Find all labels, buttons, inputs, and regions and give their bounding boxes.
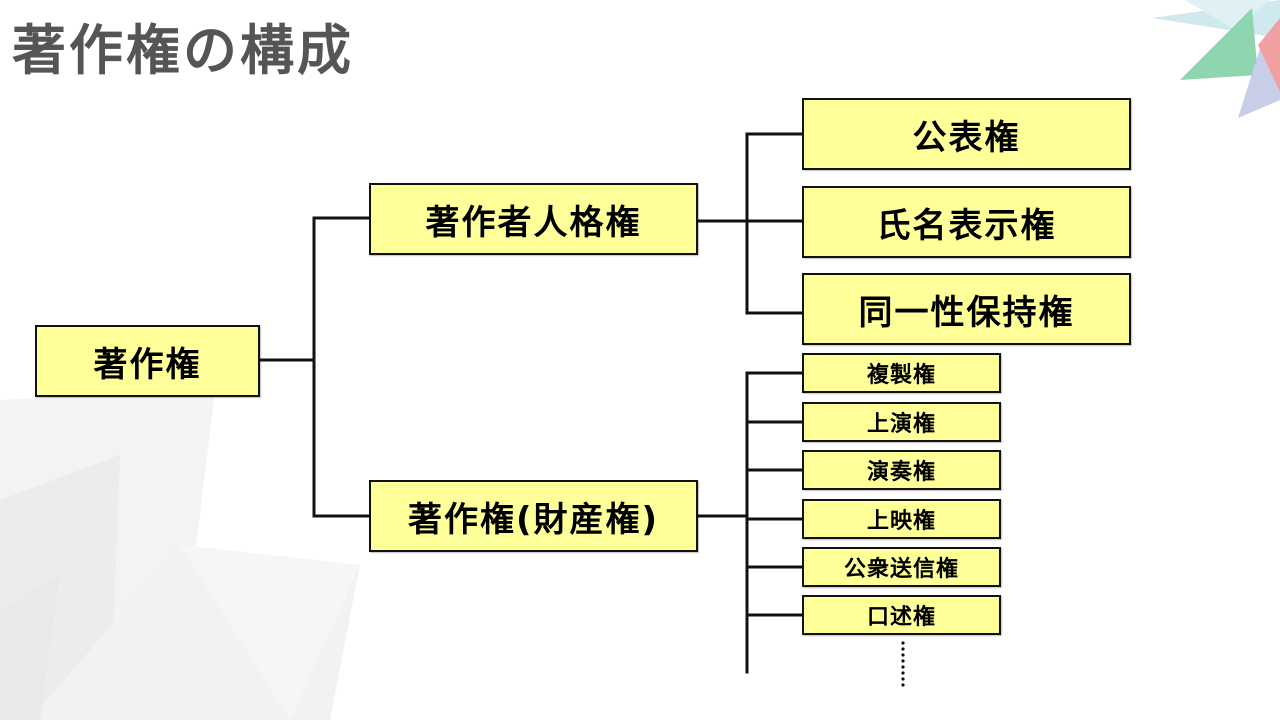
slide-title: 著作権の構成 [12, 19, 354, 82]
top-right-polygons [1152, 0, 1280, 118]
node-screening-right: 上映権 [802, 499, 1001, 539]
node-reproduction-right: 複製権 [802, 353, 1001, 393]
node-right-of-integrity: 同一性保持権 [802, 273, 1131, 345]
node-right-of-attribution: 氏名表示権 [802, 186, 1131, 258]
node-public-transmission-right: 公衆送信権 [802, 547, 1001, 587]
node-musical-performance-right: 演奏権 [802, 450, 1001, 490]
bottom-left-polygons [0, 390, 360, 720]
node-moral-rights: 著作者人格権 [369, 183, 698, 255]
node-recitation-right: 口述権 [802, 595, 1001, 635]
node-right-of-publication: 公表権 [802, 98, 1131, 170]
node-root-copyright: 著作権 [35, 325, 260, 397]
continuation-ellipsis [901, 641, 905, 687]
node-stage-performance-right: 上演権 [802, 402, 1001, 442]
node-property-rights: 著作権(財産権) [369, 480, 698, 552]
